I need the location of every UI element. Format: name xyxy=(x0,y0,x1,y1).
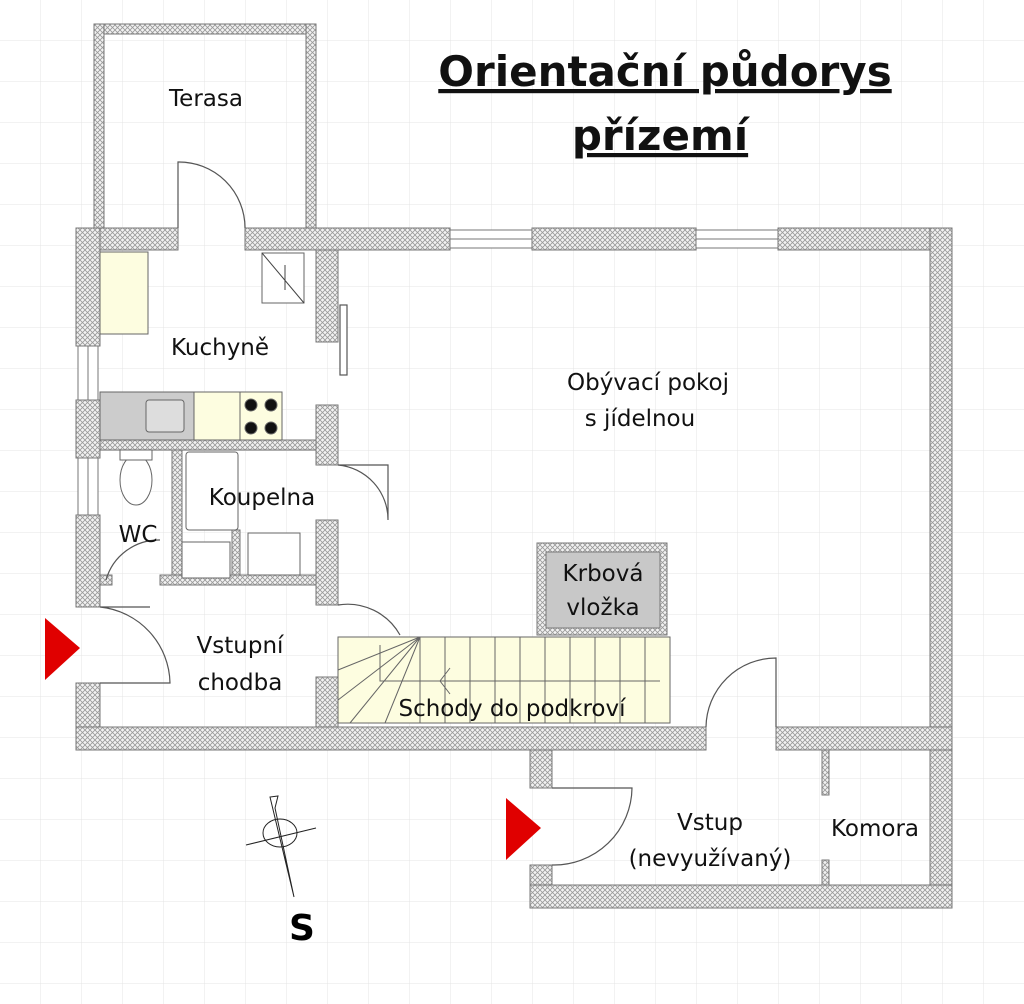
kitchen-counter xyxy=(99,251,149,335)
room-label-obyvaci: Obývací pokoj xyxy=(567,370,729,396)
room-label-vstup-2: (nevyužívaný) xyxy=(629,846,792,872)
washbasin-icon xyxy=(247,532,301,576)
compass-label: S xyxy=(289,908,315,949)
washbasin-icon xyxy=(181,541,231,579)
doors xyxy=(99,161,777,866)
burner-icons xyxy=(244,398,278,435)
room-label-komora: Komora xyxy=(831,816,919,842)
page-title: Orientační půdorys xyxy=(438,47,891,96)
windows xyxy=(77,229,779,516)
room-label-chodba: Vstupní xyxy=(197,633,284,659)
room-label-vstup: Vstup xyxy=(677,810,743,836)
walls xyxy=(75,23,953,909)
room-label-obyvaci-2: s jídelnou xyxy=(585,406,695,432)
staircase xyxy=(337,636,671,724)
room-label-kuchyne: Kuchyně xyxy=(171,335,269,361)
page-title-line2: přízemí xyxy=(572,111,751,160)
bathtub-icon xyxy=(185,451,239,531)
room-label-chodba-2: chodba xyxy=(198,670,283,696)
entrance-marker-icon xyxy=(506,798,541,860)
toilet-icon xyxy=(119,454,153,506)
fireplace-insert xyxy=(545,551,661,629)
room-label-terasa: Terasa xyxy=(168,86,243,112)
room-label-koupelna: Koupelna xyxy=(209,485,315,511)
kitchen-furniture xyxy=(99,251,305,579)
room-label-krb: Krbová xyxy=(563,561,644,587)
room-label-wc: WC xyxy=(119,522,158,548)
entrance-marker-icon xyxy=(45,618,80,680)
room-label-schody: Schody do podkroví xyxy=(398,696,626,722)
room-label-krb-2: vložka xyxy=(566,595,639,621)
stove xyxy=(239,391,283,441)
compass-icon xyxy=(245,795,317,898)
